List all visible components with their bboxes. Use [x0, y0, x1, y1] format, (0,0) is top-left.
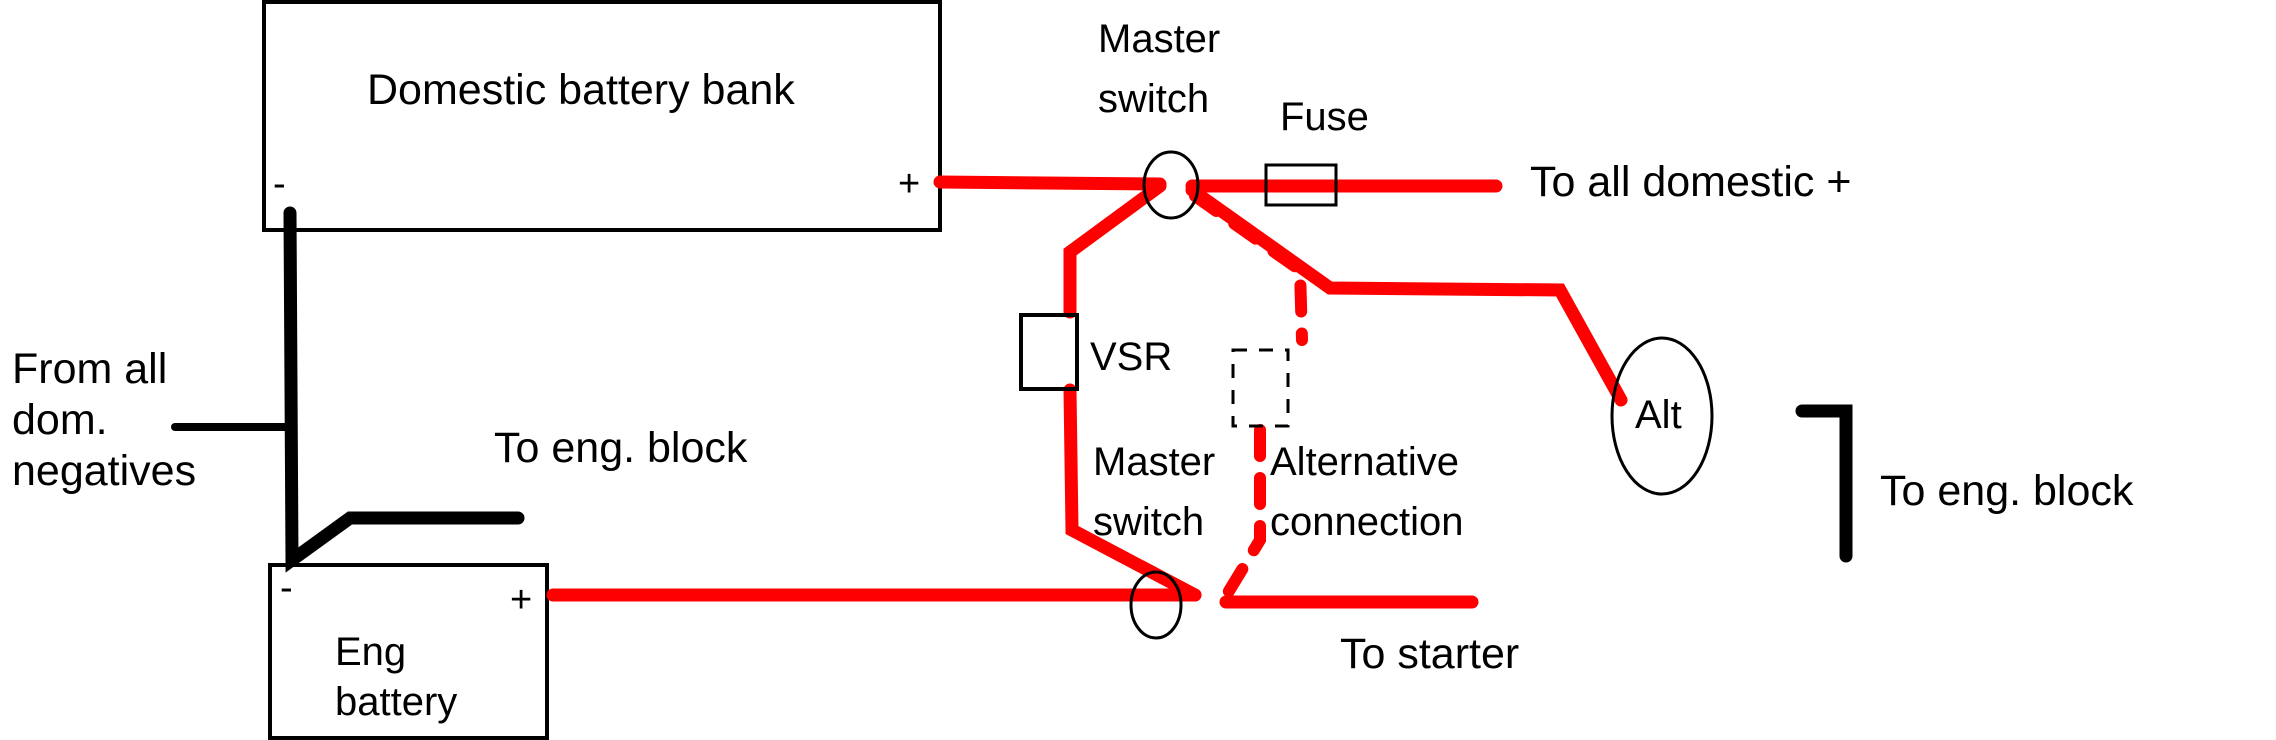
- master-switch-top-label-line2: switch: [1098, 77, 1209, 121]
- to-eng-block-left-label: To eng. block: [494, 424, 748, 472]
- alternative-relay-box: [1231, 348, 1290, 428]
- from-negatives-label-line3: negatives: [12, 447, 196, 495]
- master-switch-top-symbol: [1142, 150, 1200, 220]
- engine-battery: - + Eng battery: [268, 563, 549, 740]
- alternative-connection-label-line2: connection: [1270, 500, 1463, 544]
- master-to-alternator-wire: [1185, 183, 1628, 407]
- vsr-symbol: [1019, 313, 1079, 391]
- alternator-negative-wire: [1795, 404, 1853, 563]
- master-switch-bottom-label-line1: Master: [1093, 440, 1215, 484]
- domestic-battery-box: [262, 0, 942, 232]
- domestic-to-master-wire: [933, 175, 1167, 191]
- alt-connection-upper-wire: [1189, 190, 1308, 346]
- engine-battery-box: [268, 563, 549, 740]
- fuse-label: Fuse: [1280, 95, 1369, 139]
- master-switch-top-label-line1: Master: [1098, 17, 1220, 61]
- negative-bus-wire: [283, 206, 525, 573]
- fuse: Fuse: [1264, 95, 1369, 207]
- to-eng-block-right-label: To eng. block: [1880, 467, 2134, 515]
- alternative-connection-wiring: Alternative connection: [1189, 190, 1463, 602]
- engine-battery-label-line2: battery: [335, 680, 457, 724]
- domestic-negative-terminal: -: [273, 163, 286, 205]
- master-switch-bottom-label-line2: switch: [1093, 500, 1204, 544]
- vsr-label: VSR: [1090, 335, 1172, 379]
- negative-wiring: [171, 206, 1853, 573]
- alternator: Alt: [1610, 336, 1714, 496]
- domestic-positive-terminal: +: [898, 163, 920, 205]
- domestic-battery-label: Domestic battery bank: [367, 66, 795, 114]
- master-switch-top: Master switch: [1098, 17, 1220, 220]
- alt-connection-lower-wire: [1220, 424, 1266, 602]
- to-starter-label: To starter: [1340, 630, 1519, 678]
- engine-positive-terminal: +: [510, 579, 532, 621]
- to-all-domestic-label: To all domestic +: [1530, 158, 1851, 206]
- fuse-symbol: [1264, 163, 1338, 207]
- master-to-vsr-wire: [1063, 179, 1167, 319]
- alternator-label: Alt: [1635, 393, 1682, 437]
- alternator-symbol: [1610, 336, 1714, 496]
- vsr: VSR: [1019, 313, 1172, 391]
- engine-battery-label-line1: Eng: [335, 630, 406, 674]
- master-switch-bottom: Master switch: [1093, 440, 1215, 640]
- alternative-connection-label-line1: Alternative: [1270, 440, 1459, 484]
- vsr-to-master-wire: [1063, 383, 1202, 602]
- from-negatives-label-line2: dom.: [12, 396, 108, 444]
- engine-negative-terminal: -: [280, 567, 293, 609]
- from-negatives-label-line1: From all: [12, 345, 167, 393]
- master-switch-bottom-symbol: [1129, 570, 1183, 640]
- domestic-battery-bank: Domestic battery bank - +: [262, 0, 942, 232]
